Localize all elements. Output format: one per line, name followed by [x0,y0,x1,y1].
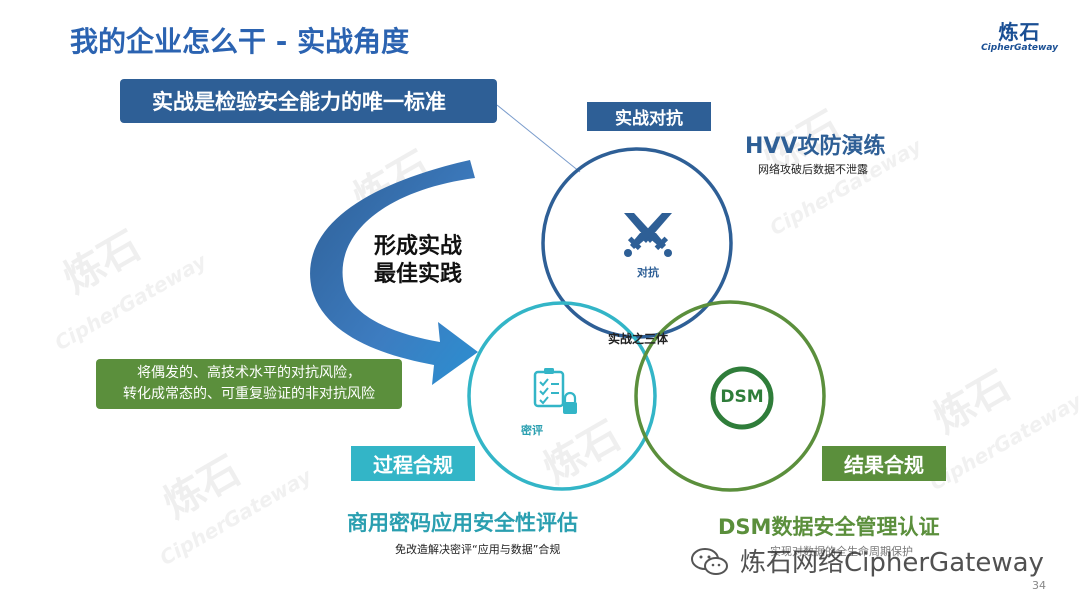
principle-banner-text: 实战是检验安全能力的唯一标准 [152,90,446,114]
circle-result [634,300,826,492]
page-title: 我的企业怎么干 - 实战角度 [70,25,410,58]
intersection-label: 实战之三体 [608,332,669,346]
subtext-crypto-eval: 免改造解决密评“应用与数据”合规 [395,543,561,556]
circle-confront [541,147,733,339]
label-process: 过程合规 [351,446,475,481]
principle-banner: 实战是检验安全能力的唯一标准 [120,79,497,123]
heading-dsm: DSM数据安全管理认证 [718,515,940,539]
arrow-label: 形成实战 最佳实践 [374,233,462,289]
risk-transform-line1: 将偶发的、高技术水平的对抗风险， [137,365,361,381]
arrow-label-line1: 形成实战 [374,234,463,259]
crossed-swords-icon [624,213,672,257]
company-logo: 炼石 CipherGateway [981,16,1058,53]
caption-confront: 对抗 [637,266,659,279]
clipboard-lock-icon [533,368,577,414]
heading-crypto-eval: 商用密码应用安全性评估 [347,511,578,535]
wechat-icon [691,548,728,575]
logo-cn: 炼石 [998,20,1041,44]
subtext-dsm: 实现对数据的全生命周期保护 [770,545,913,558]
page-number: 34 [1032,579,1046,592]
logo-en: CipherGateway [981,43,1058,53]
label-result: 结果合规 [822,446,946,481]
circle-process [467,301,657,491]
risk-transform-box: 将偶发的、高技术水平的对抗风险， 转化成常态的、可重复验证的非对抗风险 [96,359,402,409]
caption-mipin: 密评 [521,424,543,437]
heading-hvv: HVV攻防演练 [745,134,886,159]
arrow-label-line2: 最佳实践 [374,262,463,287]
connector-line [496,104,581,173]
curved-arrow [310,160,478,385]
risk-transform-line2: 转化成常态的、可重复验证的非对抗风险 [123,386,375,402]
label-confront: 实战对抗 [587,102,711,131]
dsm-badge-text: DSM [720,387,764,407]
wechat-overlay-text: 炼石网络CipherGateway [740,548,1044,578]
subtext-hvv: 网络攻破后数据不泄露 [758,163,868,176]
dsm-badge-icon [710,366,774,430]
